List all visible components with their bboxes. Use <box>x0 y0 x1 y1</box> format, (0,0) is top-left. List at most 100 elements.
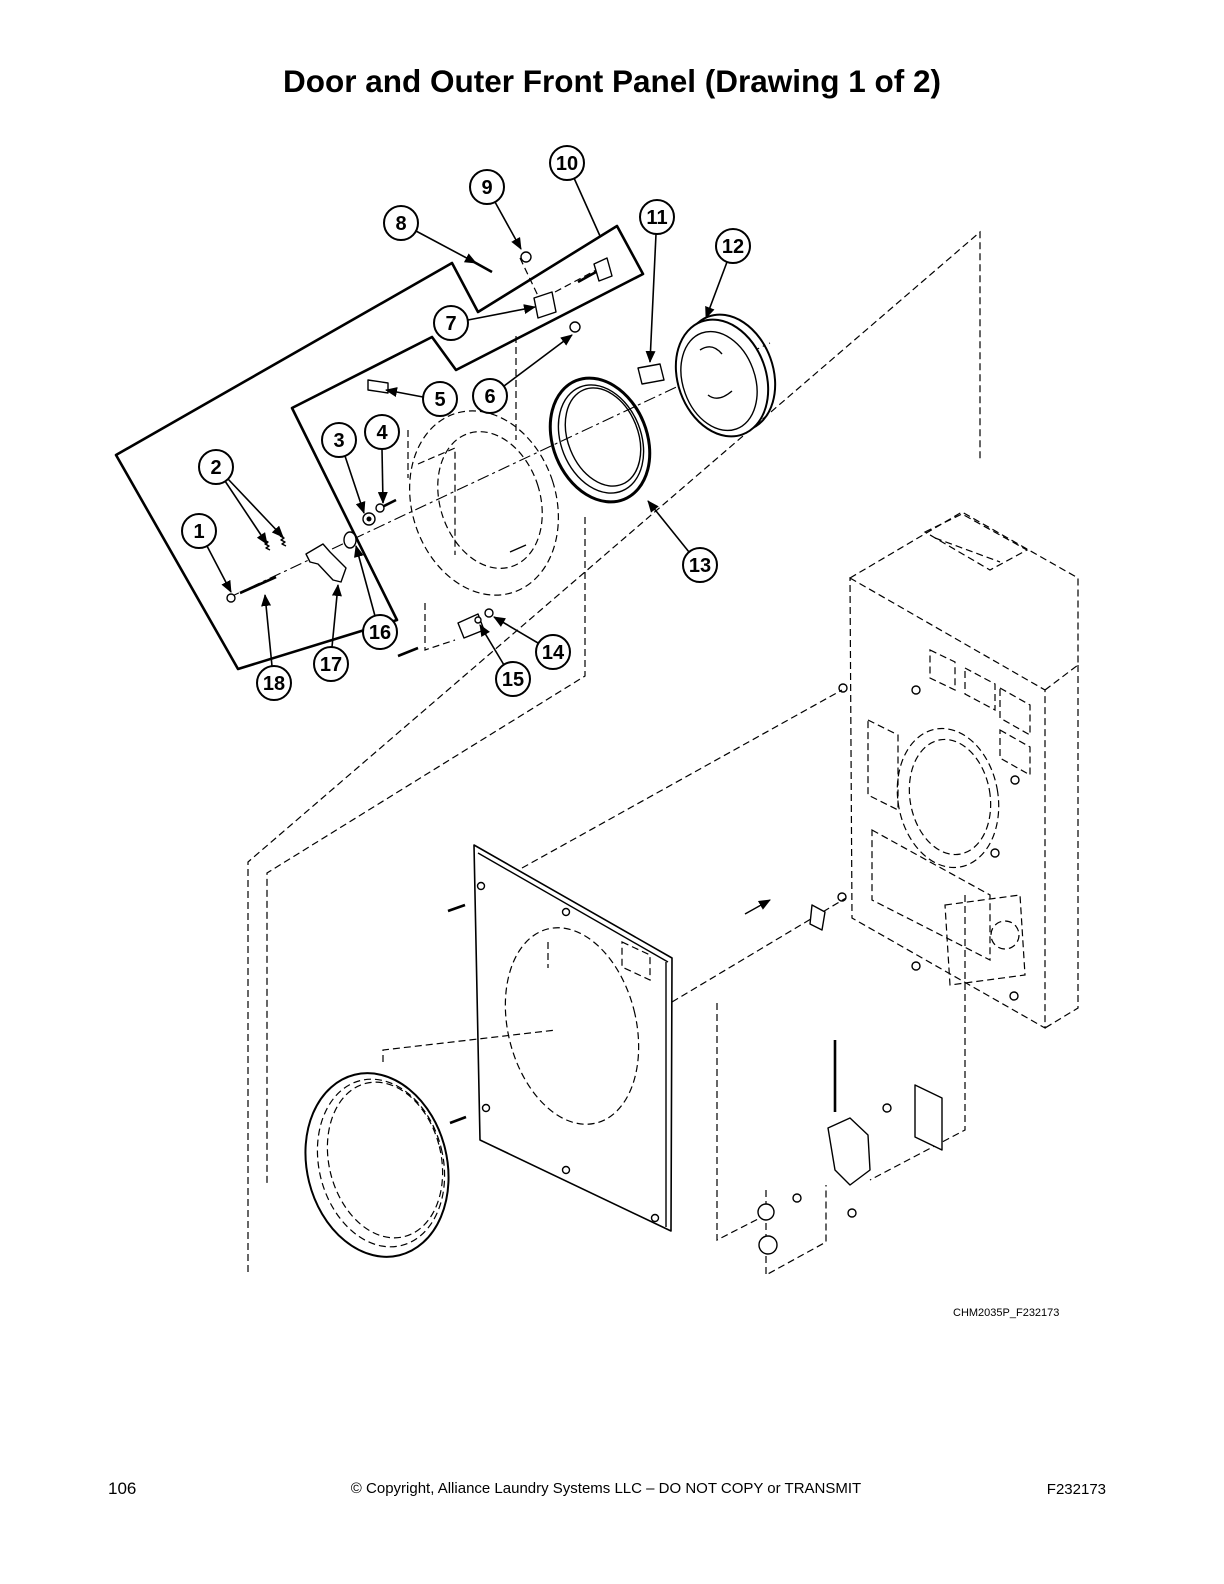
cabinet-screw <box>911 961 921 971</box>
part-4-screw-head <box>375 503 385 513</box>
callout-circle <box>472 378 508 414</box>
callout-5: 5 <box>422 381 458 417</box>
callout-8: 8 <box>383 205 419 241</box>
callout-7: 7 <box>433 305 469 341</box>
callout-circle <box>639 199 675 235</box>
callout-circle <box>715 228 751 264</box>
gasket-outer <box>548 376 652 504</box>
part-17-handle <box>305 543 347 583</box>
cabinet-screw <box>911 685 921 695</box>
callout-number: 16 <box>369 622 391 644</box>
figure-id: CHM2035P_F232173 <box>953 1307 1060 1319</box>
part-2-spring-b <box>279 535 287 547</box>
cabinet-component <box>929 649 956 691</box>
callout-number: 1 <box>193 521 204 543</box>
cabinet-motor-pulley <box>990 920 1020 950</box>
callout-circle <box>181 513 217 549</box>
panel-outline <box>473 844 673 1232</box>
door-hardware-bracket-outline <box>114 224 645 671</box>
cabinet-component <box>999 686 1031 737</box>
glass-rim-front <box>674 318 770 438</box>
callout-circle <box>549 145 585 181</box>
callout-14: 14 <box>535 634 571 670</box>
panel-door-opening <box>504 927 640 1125</box>
glass-highlight <box>699 346 733 399</box>
panel-screw-upper <box>447 903 466 913</box>
panel-hole <box>650 1213 660 1223</box>
callout-number: 13 <box>689 555 711 577</box>
door-latch <box>397 608 494 658</box>
callout-number: 17 <box>320 654 342 676</box>
callout-4: 4 <box>364 414 400 450</box>
leader-line-17 <box>331 584 342 648</box>
callout-circle <box>313 646 349 682</box>
hinge-guide-pin <box>554 267 601 293</box>
part-1-retaining-ring <box>226 593 236 603</box>
lock-screw <box>792 1193 802 1203</box>
panel-top-flange <box>477 852 669 963</box>
callout-number: 18 <box>263 673 285 695</box>
leader-line-9 <box>494 201 522 250</box>
part-14-screw <box>484 608 494 618</box>
cabinet-screw <box>990 848 1000 858</box>
page-title: Door and Outer Front Panel (Drawing 1 of… <box>282 63 942 99</box>
leader-line-7 <box>467 304 536 321</box>
leader-line-14 <box>493 616 539 644</box>
trim-ring-outer <box>304 1072 450 1258</box>
door-frame-outer <box>409 410 559 596</box>
leader-line-11 <box>645 233 657 363</box>
trim-ring-inner <box>326 1081 444 1239</box>
cabinet-screw <box>1010 775 1020 785</box>
lock-cam <box>757 1203 775 1221</box>
callout-number: 11 <box>646 207 667 229</box>
callout-1: 1 <box>181 513 217 549</box>
callout-11: 11 <box>639 199 675 235</box>
callout-circle <box>383 205 419 241</box>
door-frame-hub <box>417 447 456 555</box>
callout-number: 6 <box>484 386 495 408</box>
callout-number: 10 <box>556 153 578 175</box>
callout-circle <box>362 614 398 650</box>
panel-hole <box>561 1165 571 1175</box>
leader-line-13 <box>647 500 690 553</box>
latch-mount-screw <box>397 646 419 658</box>
callout-number: 12 <box>722 236 744 258</box>
cabinet-screw <box>838 683 848 693</box>
footer-copyright: © Copyright, Alliance Laundry Systems LL… <box>350 1480 862 1497</box>
lock-switch <box>914 1084 943 1151</box>
lock-screw <box>882 1103 892 1113</box>
part-10-hinge-pin-shaft <box>577 270 597 284</box>
panel-label-area <box>621 941 651 981</box>
machine-cabinet <box>837 511 1079 1030</box>
callout-number: 8 <box>395 213 406 235</box>
callout-circle <box>469 169 505 205</box>
cabinet-motor <box>944 894 1026 986</box>
door-lock-assembly <box>716 895 966 1277</box>
leader-line-16 <box>354 545 376 617</box>
gasket-mid <box>557 384 645 494</box>
part-14-washer <box>474 616 482 624</box>
callout-circle <box>682 547 718 583</box>
callout-18: 18 <box>256 665 292 701</box>
latch-guide <box>424 603 456 651</box>
outer-front-panel <box>447 844 673 1232</box>
lock-actuator <box>809 904 826 931</box>
door-frame-inner <box>437 431 543 569</box>
lock-guide-right <box>869 895 966 1181</box>
callout-12: 12 <box>715 228 751 264</box>
cabinet-component <box>964 667 996 711</box>
lock-bracket <box>827 1117 871 1186</box>
cabinet-lower-box <box>871 828 991 961</box>
trim-ring-guide <box>382 1029 557 1062</box>
panel-hole <box>561 907 571 917</box>
callout-3: 3 <box>321 422 357 458</box>
callout-circle <box>321 422 357 458</box>
panel-hole <box>481 1103 491 1113</box>
cabinet-component <box>999 728 1031 777</box>
leader-line-5 <box>385 387 424 398</box>
callout-number: 9 <box>481 177 492 199</box>
door-frame <box>409 410 559 596</box>
footer-page-number: 106 <box>108 1479 137 1498</box>
part-9-nut <box>520 251 532 263</box>
callout-circle <box>422 381 458 417</box>
